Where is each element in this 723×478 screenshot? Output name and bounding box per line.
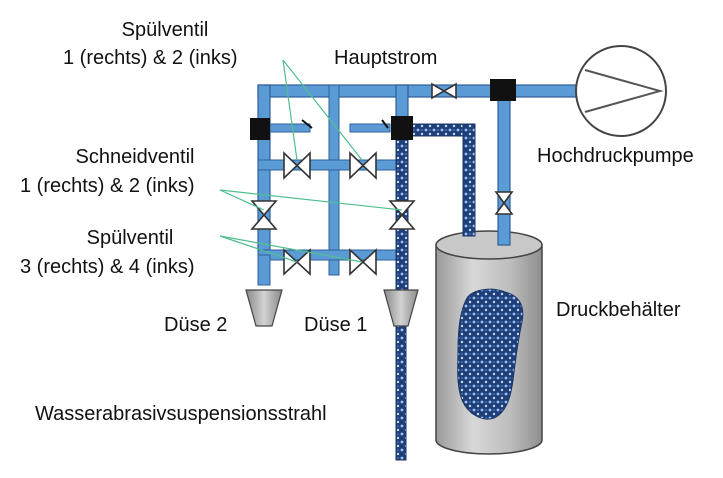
valve-main [431,82,457,100]
spuelventil-1 [349,151,377,180]
valves [250,82,514,276]
junction-block-main [490,79,516,101]
junction-block-right [391,116,413,140]
label-schneidventil-line1: Schneidventil [75,146,195,168]
nozzle-1 [383,289,419,327]
spuelventil-3 [349,248,377,276]
valve-tank-inlet [494,191,514,215]
spuelventil-2 [283,151,311,180]
pressure-tank [435,230,543,455]
label-schneidventil-line2: 1 (rechts) & 2 (inks) [20,175,195,197]
label-hauptstrom: Hauptstrom [334,47,438,69]
abrasive-jet [395,319,407,461]
label-spuelventil-12-line1: Spülventil [121,19,209,41]
junction-block-left [250,118,270,140]
high-pressure-pump [575,45,667,137]
abrasive-suspension-blob [457,288,524,420]
label-spuelventil-12-line2: 1 (rechts) & 2 (inks) [63,47,238,69]
label-druckbehaelter: Druckbehälter [556,299,681,321]
label-strahl: Wasserabrasivsuspensionsstrahl [35,403,327,425]
nozzle-2 [245,289,283,327]
label-duese-1: Düse 1 [304,314,368,336]
schneidventil-2 [250,200,278,230]
label-spuelventil-34-line2: 3 (rechts) & 4 (inks) [20,256,195,278]
label-duese-2: Düse 2 [164,314,228,336]
leader-lines [219,59,403,263]
schneidventil-1 [388,200,416,230]
label-spuelventil-34-line1: Spülventil [86,227,174,249]
label-hochdruckpumpe: Hochdruckpumpe [537,145,694,167]
